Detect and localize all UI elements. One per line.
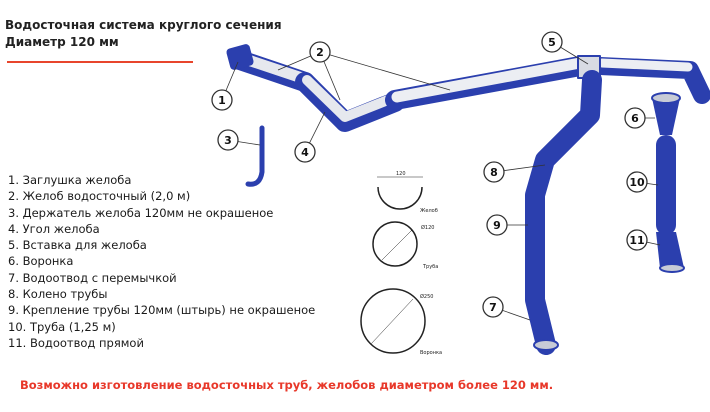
gutter-right-inner — [597, 58, 693, 72]
legend-item: 3. Держатель желоба 120мм не окрашеное — [8, 205, 274, 220]
legend-item: 9. Крепление трубы 120мм (штырь) не окра… — [8, 303, 316, 318]
svg-text:8: 8 — [490, 166, 498, 179]
legend-item: 10. Труба (1,25 м) — [8, 319, 116, 334]
callouts: 1 2 3 4 5 6 7 8 9 10 11 — [211, 31, 648, 318]
pipe-dimension: Ø120 — [421, 224, 434, 231]
downpipe-left — [525, 70, 602, 355]
gutter-section: 120 Желоб — [377, 171, 438, 214]
funnel-dimension: Ø250 — [420, 293, 433, 300]
title-line-1: Водосточная система круглого сечения — [5, 18, 282, 32]
gutter-end-cap — [226, 44, 254, 70]
svg-text:9: 9 — [493, 219, 501, 232]
callout-4: 4 — [294, 141, 316, 163]
legend-item: 5. Вставка для желоба — [8, 238, 147, 253]
svg-text:4: 4 — [301, 146, 309, 159]
funnel-section: Ø250 Воронка — [360, 288, 442, 356]
svg-text:7: 7 — [489, 301, 497, 314]
gutter-main-inner — [391, 57, 586, 103]
callout-10: 10 — [626, 171, 648, 193]
straight-outlet — [656, 232, 684, 268]
gutter-holder — [245, 125, 265, 187]
legend-item: 11. Водоотвод прямой — [8, 335, 144, 350]
svg-text:2: 2 — [316, 46, 324, 59]
gutter-dimension: 120 — [396, 171, 406, 177]
gutter-corner-inner — [302, 75, 398, 122]
title-line-2: Диаметр 120 мм — [5, 35, 119, 49]
legend-item: 4. Угол желоба — [8, 221, 100, 236]
legend-item: 7. Водоотвод с перемычкой — [8, 270, 177, 285]
pipe-section-label: Труба — [422, 264, 438, 270]
legend-item: 6. Воронка — [8, 254, 74, 269]
diagram-title: Водосточная система круглого сечения Диа… — [5, 17, 282, 51]
callout-7: 7 — [482, 296, 504, 318]
callout-2: 2 — [309, 41, 331, 63]
callout-3: 3 — [217, 129, 239, 151]
custom-diameter-note: Возможно изготовление водосточных труб, … — [20, 378, 554, 392]
svg-text:6: 6 — [631, 112, 639, 125]
title-underline — [7, 61, 193, 63]
legend-item: 8. Колено трубы — [8, 287, 108, 302]
outlet-with-crossbar — [533, 339, 559, 351]
svg-text:5: 5 — [548, 36, 556, 49]
svg-text:3: 3 — [224, 134, 232, 147]
callout-11: 11 — [626, 229, 648, 251]
pipe-section: Ø120 Труба — [372, 221, 438, 270]
svg-text:10: 10 — [629, 176, 645, 189]
straight-outlet-rim — [659, 263, 685, 273]
gutter-section-label: Желоб — [420, 208, 438, 214]
svg-text:1: 1 — [218, 94, 226, 107]
callout-5: 5 — [541, 31, 563, 53]
legend-item: 1. Заглушка желоба — [8, 173, 132, 187]
funnel-section-label: Воронка — [420, 350, 442, 356]
legend-item: 2. Желоб водосточный (2,0 м) — [8, 189, 191, 204]
callout-8: 8 — [483, 161, 505, 183]
callout-1: 1 — [211, 89, 233, 111]
callout-9: 9 — [486, 214, 508, 236]
funnel — [652, 98, 680, 135]
svg-text:11: 11 — [629, 234, 644, 247]
callout-6: 6 — [624, 107, 646, 129]
parts-legend: 1. Заглушка желоба 2. Желоб водосточный … — [8, 172, 315, 351]
funnel-rim — [651, 92, 681, 104]
